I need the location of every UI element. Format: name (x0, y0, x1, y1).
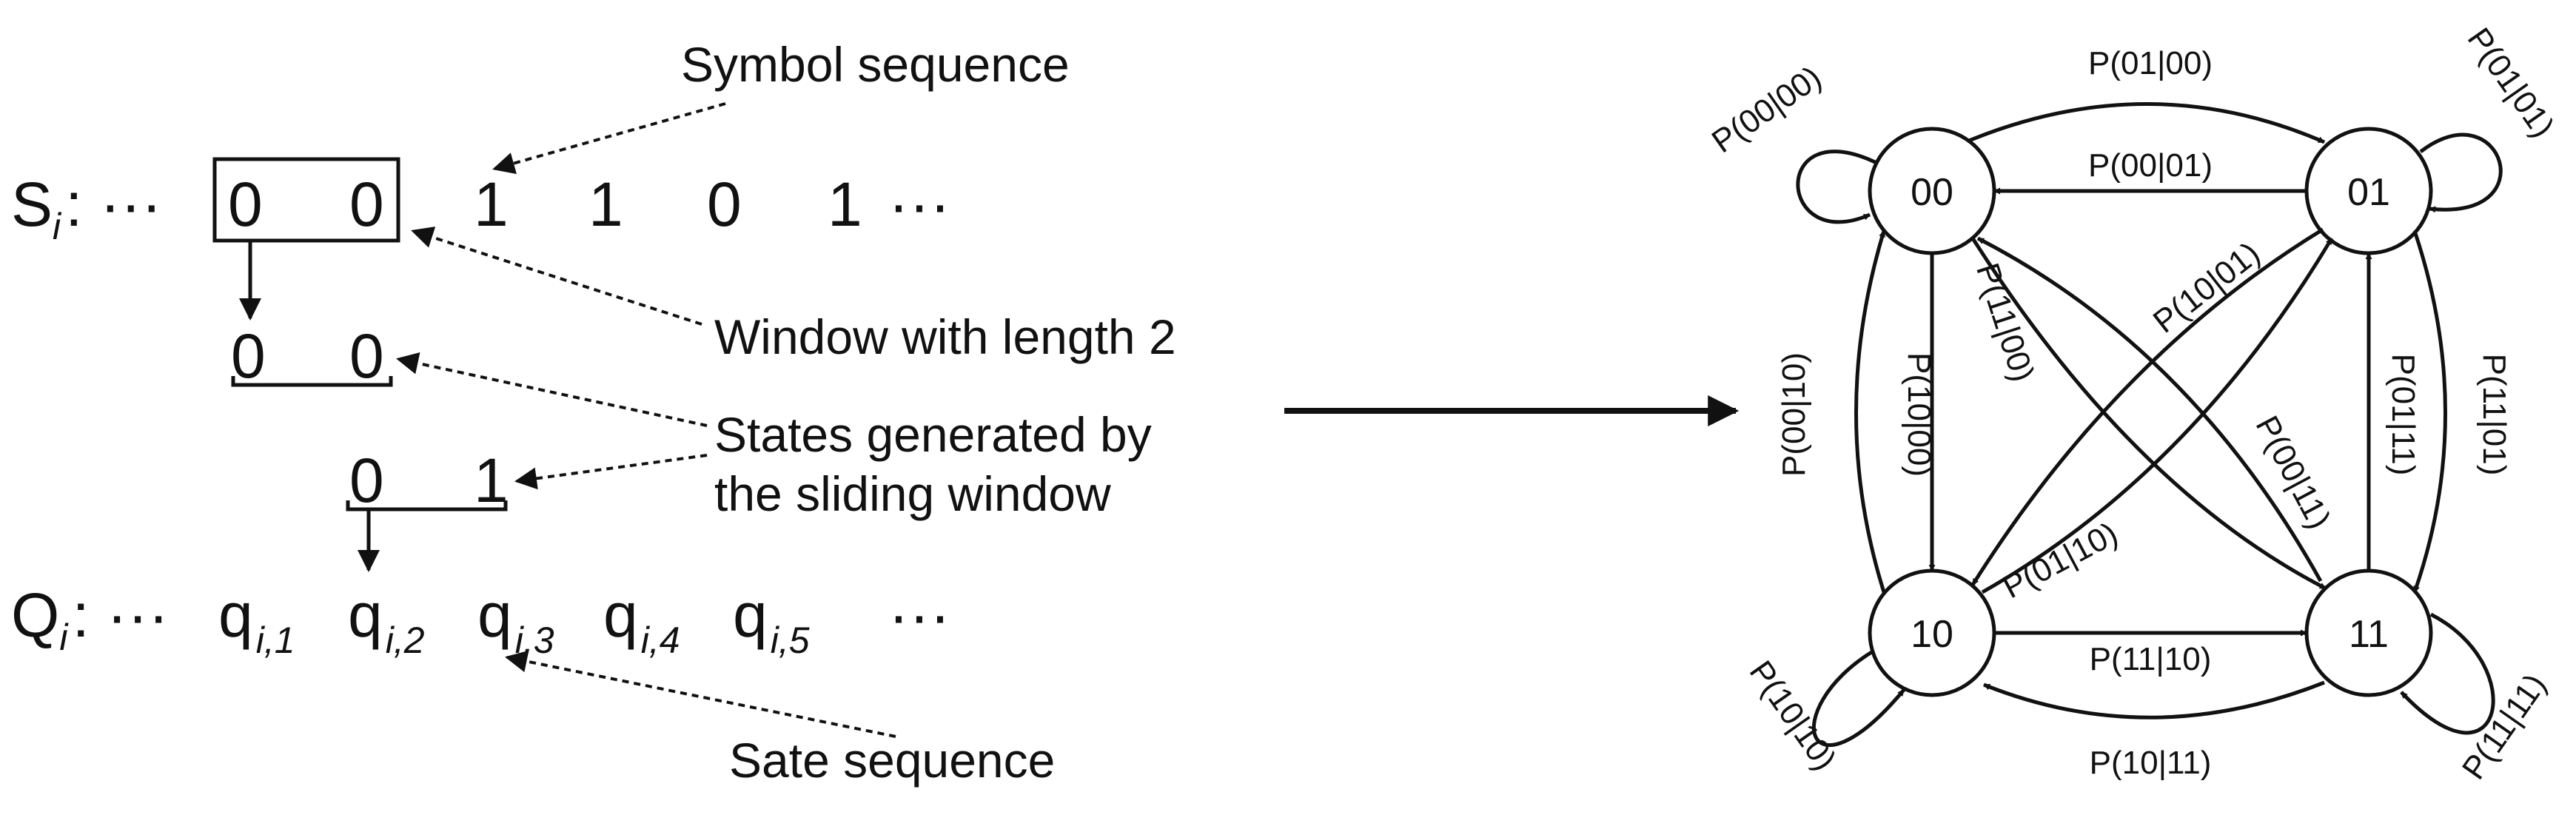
symbol-2: 1 (474, 170, 509, 239)
annotation-state-sequence: Sate sequence (729, 733, 1055, 788)
label-p10-00: P(10|00) (1901, 352, 1937, 477)
label-p00-10: P(00|10) (1776, 352, 1812, 477)
symbol-seq-label: Si: ··· (11, 170, 162, 247)
edge-01-to-10 (1970, 227, 2324, 586)
edge-11-to-10 (1983, 680, 2325, 720)
state-q3: qi,3 (477, 580, 554, 661)
dashed-arrow-window (411, 227, 702, 326)
edge-10-to-01 (1981, 237, 2334, 594)
annotation-states-line2: the sliding window (714, 466, 1111, 521)
label-p00-00: P(00|00) (1705, 59, 1828, 160)
window-bracket-2 (346, 500, 508, 512)
window-bracket-1 (231, 376, 393, 387)
node-11-label: 11 (2349, 613, 2389, 656)
node-00-label: 00 (1911, 171, 1953, 214)
window-state2-b: 1 (474, 446, 509, 515)
symbol-ellipsis: ··· (888, 170, 950, 239)
window-box (212, 157, 400, 243)
edge-10-to-00 (1854, 230, 1886, 593)
label-p00-01: P(00|01) (2088, 147, 2213, 184)
dashed-arrow-state2 (514, 454, 708, 490)
edge-loop-00 (1796, 150, 1878, 224)
edge-loop-11 (2400, 612, 2495, 735)
label-p11-01: P(11|01) (2476, 354, 2512, 476)
label-p10-10: P(10|10) (1743, 654, 1843, 777)
label-p01-01: P(01|01) (2461, 21, 2561, 144)
edge-11-to-00 (1976, 236, 2323, 583)
edge-00-to-11 (1970, 237, 2327, 591)
dashed-arrow-symbol (492, 102, 726, 175)
state-ellipsis: ··· (888, 580, 950, 650)
label-p01-11: P(01|11) (2385, 354, 2421, 476)
symbol-5: 1 (828, 170, 862, 239)
edge-00-to-01 (1968, 102, 2325, 144)
symbol-1: 0 (349, 170, 384, 239)
state-seq-label: Qi: ··· (11, 580, 169, 658)
window-state2-a: 0 (349, 446, 384, 515)
symbol-3: 1 (588, 170, 623, 239)
dashed-arrow-state-seq (505, 650, 896, 738)
label-p01-00: P(01|00) (2088, 45, 2213, 81)
label-p11-10: P(11|10) (2090, 641, 2212, 677)
state-q5: qi,5 (733, 580, 810, 661)
label-p00-11: P(00|11) (2249, 410, 2338, 534)
dashed-arrow-state1 (396, 352, 708, 427)
annotation-symbol-sequence: Symbol sequence (681, 37, 1070, 92)
node-10-label: 10 (1911, 613, 1953, 656)
window-state1-a: 0 (231, 321, 266, 391)
state-q2: qi,2 (348, 580, 425, 661)
symbol-4: 0 (707, 170, 742, 239)
label-p01-10: P(01|10) (1997, 515, 2124, 606)
label-p10-01: P(10|01) (2147, 235, 2267, 341)
edge-loop-01 (2419, 133, 2503, 213)
node-01-label: 01 (2347, 171, 2390, 214)
annotation-window-length: Window with length 2 (714, 309, 1176, 364)
label-p10-11: P(10|11) (2090, 745, 2212, 781)
state-q4: qi,4 (603, 580, 680, 661)
edge-01-to-11 (2412, 230, 2447, 593)
label-p11-11: P(11|11) (2455, 668, 2554, 786)
annotation-states-line1: States generated by (714, 407, 1152, 462)
window-state1-b: 0 (349, 321, 384, 391)
edge-loop-10 (1811, 649, 1905, 748)
state-q1: qi,1 (218, 580, 295, 661)
symbol-0: 0 (228, 170, 263, 239)
